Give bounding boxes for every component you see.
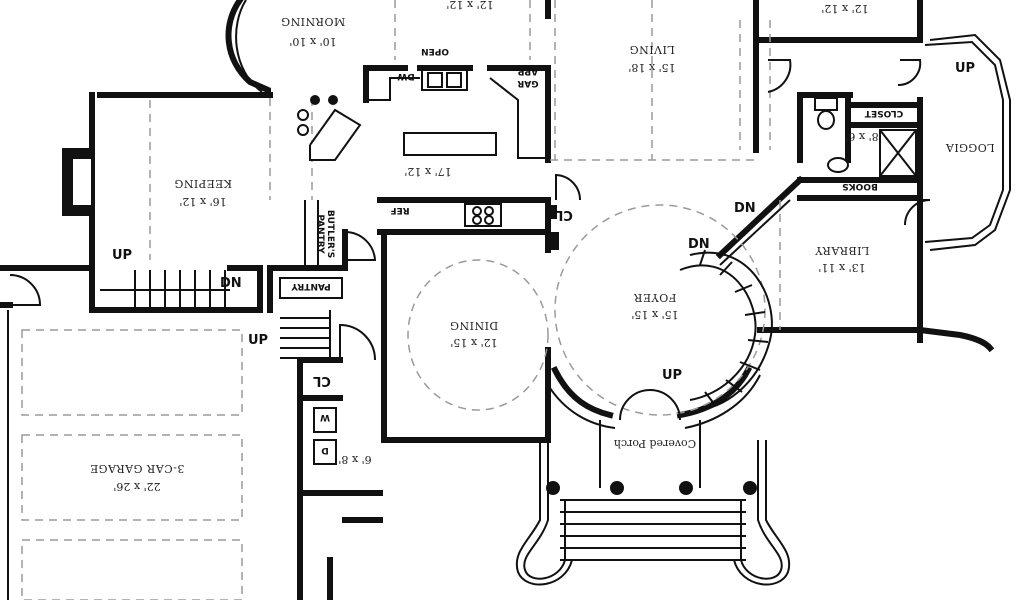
living-room-dim: 15' x 18': [628, 61, 675, 74]
loggia-name: LOGGIA: [945, 141, 995, 154]
ref-label: REF: [390, 205, 409, 215]
stair-dn-library-2: DN: [688, 237, 710, 252]
stair-dn-library-1: DN: [734, 201, 756, 216]
butlers-pantry-label-1: BUTLER'S: [325, 210, 335, 258]
garage-dim: 22' x 26': [113, 480, 160, 493]
bath-dim: 8' x 6': [845, 130, 878, 143]
fixtures: [9, 59, 931, 586]
stair-labels: UP DN UP UP DN DN UP: [112, 61, 975, 383]
keeping-room-name: KEEPING: [174, 177, 232, 190]
keeping-room-dim: 16' x 12': [179, 195, 226, 208]
closet-label: CLOSET: [864, 108, 903, 118]
dryer-label: D: [321, 445, 328, 455]
porch-steps: [515, 420, 791, 586]
morning-room-name: MORNING: [281, 15, 345, 28]
garage-stair: [280, 310, 331, 360]
library-name: LIBRARY: [814, 244, 869, 257]
spiral-stair: [679, 249, 773, 411]
stair-up-loggia: UP: [955, 61, 975, 76]
cl-laundry-label: CL: [313, 373, 331, 388]
stair-up-foyer: UP: [662, 368, 682, 383]
stair-up-garage: UP: [248, 333, 268, 348]
butlers-pantry-label-2: PANTRY: [315, 214, 325, 254]
dining-room-name: DINING: [450, 319, 499, 332]
room-labels: 12' x 12' 12' x 12' MORNING 10' x 10' LI…: [90, 0, 995, 493]
dw-label: DW: [397, 71, 414, 81]
app-gar-label-1: APP: [518, 66, 539, 76]
living-room-name: LIVING: [629, 43, 674, 56]
top-right-room-dim: 12' x 12': [821, 2, 868, 15]
cl-kitchen-label: CL: [555, 207, 573, 222]
morning-room-dim: 10' x 10': [289, 35, 336, 48]
app-gar-label-2: GAR: [517, 78, 538, 88]
library-dim: 13' x 11': [818, 261, 865, 274]
top-left-room-dim: 12' x 12': [446, 0, 493, 11]
open-label: OPEN: [421, 46, 449, 56]
books-label: BOOKS: [842, 181, 878, 191]
laundry-dim: 6' x 8': [338, 453, 371, 466]
keeping-stair: [100, 270, 230, 310]
garage-name: 3-CAR GARAGE: [90, 462, 185, 475]
stair-dn-keeping: DN: [220, 276, 242, 291]
washer-label: W: [320, 412, 330, 422]
dashed-lines: [21, 0, 781, 600]
kitchen-dim: 17' x 12': [404, 165, 451, 178]
foyer-dim: 15' x 15': [631, 308, 678, 321]
dining-room-dim: 12' x 15': [450, 336, 497, 349]
covered-porch-label: Covered Porch: [614, 437, 696, 450]
foyer-name: FOYER: [633, 291, 676, 304]
pantry-label: PANTRY: [291, 281, 331, 291]
fixture-labels: OPEN DW APP GAR REF CL CL CLOSET BOOKS P…: [291, 46, 903, 455]
stair-up-keeping: UP: [112, 248, 132, 263]
